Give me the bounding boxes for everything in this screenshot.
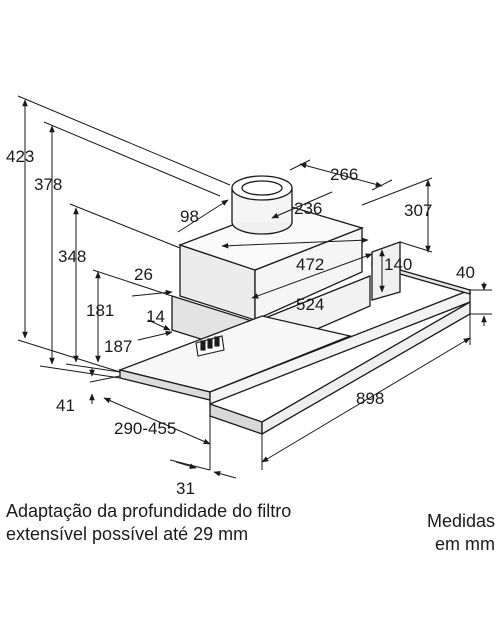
control-switch — [195, 335, 225, 357]
dim-label-524: 524 — [296, 295, 324, 314]
dim-label-98: 98 — [180, 207, 199, 226]
dimension-labels: 423 378 348 181 187 41 290-455 31 98 26 … — [6, 147, 475, 498]
dim-label-348: 348 — [58, 247, 86, 266]
dim-label-40: 40 — [456, 263, 475, 282]
dim-label-472: 472 — [296, 255, 324, 274]
dim-label-898: 898 — [356, 389, 384, 408]
filter-depth-note: Adaptação da profundidade do filtro exte… — [6, 500, 396, 546]
dim-label-31: 31 — [176, 479, 195, 498]
dim-label-181: 181 — [86, 301, 114, 320]
dim-label-236: 236 — [294, 199, 322, 218]
filter-depth-note-line1: Adaptação da profundidade do filtro — [6, 501, 292, 521]
dimension-lines — [22, 99, 487, 479]
units-note-line2: em mm — [435, 534, 495, 554]
exhaust-collar — [231, 175, 293, 235]
units-note: Medidas em mm — [395, 510, 495, 556]
dim-label-41: 41 — [56, 396, 75, 415]
hood-outline — [117, 204, 471, 436]
dim-label-307: 307 — [404, 201, 432, 220]
dim-label-266: 266 — [330, 165, 358, 184]
filter-depth-note-line2: extensível possível até 29 mm — [6, 524, 249, 544]
dim-label-26: 26 — [134, 265, 153, 284]
dim-label-140: 140 — [384, 255, 412, 274]
dim-label-290-455: 290-455 — [114, 419, 176, 438]
dim-label-423: 423 — [6, 147, 34, 166]
units-note-line1: Medidas — [426, 511, 495, 531]
dim-label-14: 14 — [146, 307, 165, 326]
dim-label-378: 378 — [34, 175, 62, 194]
dim-label-187: 187 — [104, 337, 132, 356]
